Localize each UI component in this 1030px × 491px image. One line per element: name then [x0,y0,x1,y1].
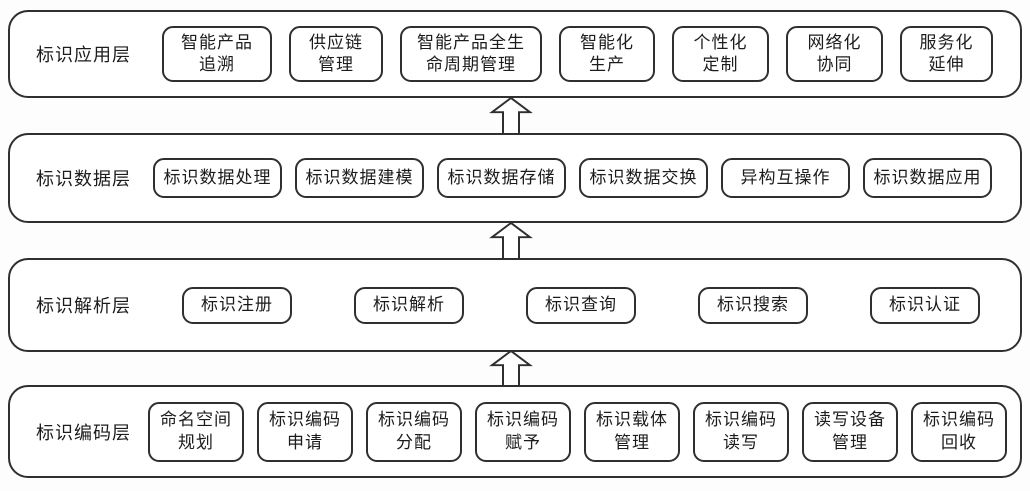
item-box-id-search: 标识搜索 [698,286,808,324]
item-box-id-authentication: 标识认证 [870,286,980,324]
item-box-namespace-planning: 命名空间 规划 [148,401,244,462]
up-arrow-icon [488,222,534,260]
layer-data-items: 标识数据处理 标识数据建模 标识数据存储 标识数据交换 异构互操作 标识数据应用 [153,158,992,198]
item-box-product-trace: 智能产品 追溯 [162,26,272,82]
layer-application-items: 智能产品 追溯 供应链 管理 智能产品全生 命周期管理 智能化 生产 个性化 定… [162,26,993,82]
item-box-service-extension: 服务化 延伸 [900,26,993,82]
item-box-data-exchange: 标识数据交换 [579,158,708,198]
item-box-id-query: 标识查询 [526,286,636,324]
layer-application-label: 标识应用层 [36,45,131,65]
up-arrow-icon [488,350,534,388]
item-box-code-apply: 标识编码 申请 [257,401,353,462]
item-box-code-readwrite: 标识编码 读写 [693,401,789,462]
item-box-code-allocate: 标识编码 分配 [366,401,462,462]
item-box-hetero-interop: 异构互操作 [721,158,850,198]
up-arrow-icon [488,97,534,135]
item-box-supply-chain: 供应链 管理 [289,26,383,82]
layer-encoding: 标识编码层 命名空间 规划 标识编码 申请 标识编码 分配 标识编码 赋予 标识… [8,385,1022,478]
item-box-data-application: 标识数据应用 [863,158,992,198]
layer-encoding-items: 命名空间 规划 标识编码 申请 标识编码 分配 标识编码 赋予 标识载体 管理 … [148,401,1007,462]
layer-application: 标识应用层 智能产品 追溯 供应链 管理 智能产品全生 命周期管理 智能化 生产… [8,10,1022,98]
item-box-data-processing: 标识数据处理 [153,158,282,198]
item-box-carrier-mgmt: 标识载体 管理 [584,401,680,462]
layer-resolution: 标识解析层 标识注册 标识解析 标识查询 标识搜索 标识认证 [8,258,1022,352]
item-box-data-storage: 标识数据存储 [437,158,566,198]
layer-data: 标识数据层 标识数据处理 标识数据建模 标识数据存储 标识数据交换 异构互操作 … [8,133,1022,223]
item-box-code-assign: 标识编码 赋予 [475,401,571,462]
item-box-lifecycle-mgmt: 智能产品全生 命周期管理 [400,26,542,82]
item-box-reader-device-mgmt: 读写设备 管理 [802,401,898,462]
item-box-id-resolve: 标识解析 [354,286,464,324]
layer-encoding-label: 标识编码层 [36,422,131,443]
item-box-id-register: 标识注册 [182,286,292,324]
layer-data-label: 标识数据层 [36,169,131,189]
layer-resolution-items: 标识注册 标识解析 标识查询 标识搜索 标识认证 [182,286,980,324]
item-box-data-modeling: 标识数据建模 [295,158,424,198]
item-box-network-collab: 网络化 协同 [786,26,883,82]
item-box-personalization: 个性化 定制 [672,26,769,82]
item-box-smart-production: 智能化 生产 [559,26,655,82]
item-box-code-recycle: 标识编码 回收 [911,401,1007,462]
layer-resolution-label: 标识解析层 [36,296,131,316]
